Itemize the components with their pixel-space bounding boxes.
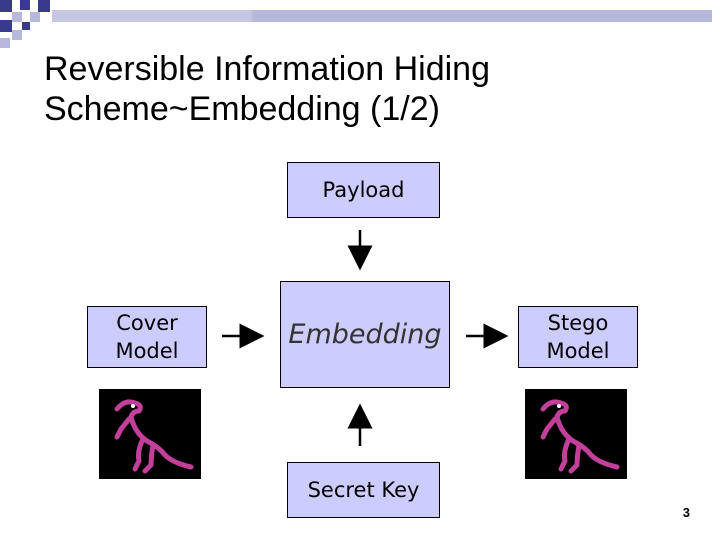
embedding-label: Embedding	[288, 319, 442, 350]
slide-title: Reversible Information Hiding Scheme~Emb…	[44, 49, 684, 129]
stego-model-label-line1: Stego	[547, 311, 609, 335]
cover-model-box: Cover Model	[87, 306, 207, 368]
payload-box: Payload	[287, 162, 440, 218]
slide-title-line2: Scheme~Embedding (1/2)	[44, 90, 440, 128]
page-number: 3	[682, 505, 690, 520]
cover-model-label-line2: Model	[115, 339, 179, 363]
secret-key-box: Secret Key	[287, 462, 440, 518]
stego-model-label-line2: Model	[546, 339, 610, 363]
corner-grid-decoration	[0, 0, 712, 48]
cover-model-label-line1: Cover	[116, 311, 178, 335]
stego-model-box: Stego Model	[518, 306, 638, 368]
payload-label: Payload	[322, 178, 405, 202]
slide-title-line1: Reversible Information Hiding	[44, 50, 490, 88]
embedding-box: Embedding	[280, 281, 450, 388]
cover-dinosaur-image	[99, 389, 201, 479]
secret-key-label: Secret Key	[307, 478, 420, 502]
stego-dinosaur-image	[525, 389, 627, 479]
